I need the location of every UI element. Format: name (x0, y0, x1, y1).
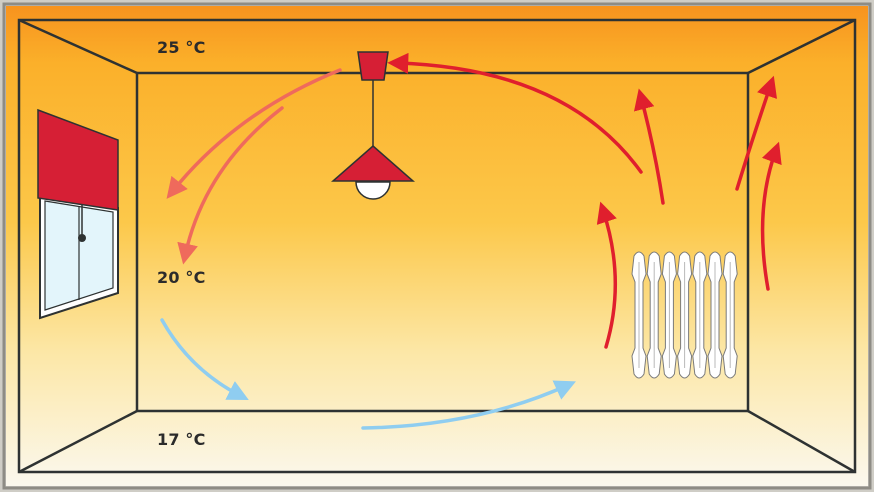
cold-air-arrow-1 (160, 318, 249, 400)
rising-air-arrow-2 (633, 88, 665, 205)
floor-edge-right (747, 409, 856, 474)
descending-air-arrow-2 (177, 106, 284, 265)
back-wall (135, 71, 750, 413)
floor-edge-left (18, 409, 138, 474)
pendant-lamp-icon (331, 51, 415, 200)
ceiling-edge-left (18, 18, 138, 75)
descending-air-arrow-1 (166, 68, 342, 199)
room-walls (17, 18, 857, 474)
ceiling-flow-arrow (387, 52, 643, 174)
room-outer-frame (17, 18, 857, 474)
radiator-icon (631, 251, 738, 379)
middle-temperature-label: 20 °C (157, 268, 206, 287)
rising-air-arrow-4 (760, 141, 782, 291)
warm-air-arrows (387, 52, 782, 349)
cold-air-arrow-2 (361, 380, 576, 430)
ceiling-edge-right (747, 18, 856, 75)
floor-temperature-label: 17 °C (157, 430, 206, 449)
cold-air-arrows (160, 318, 576, 430)
rising-air-arrow-1 (596, 201, 617, 349)
ceiling-temperature-label: 25 °C (157, 38, 206, 57)
window-icon (39, 193, 119, 320)
room-background (6, 6, 868, 486)
roller-blind-icon (37, 108, 119, 242)
cooling-air-arrows (166, 68, 342, 265)
rising-air-arrow-3 (735, 75, 778, 191)
